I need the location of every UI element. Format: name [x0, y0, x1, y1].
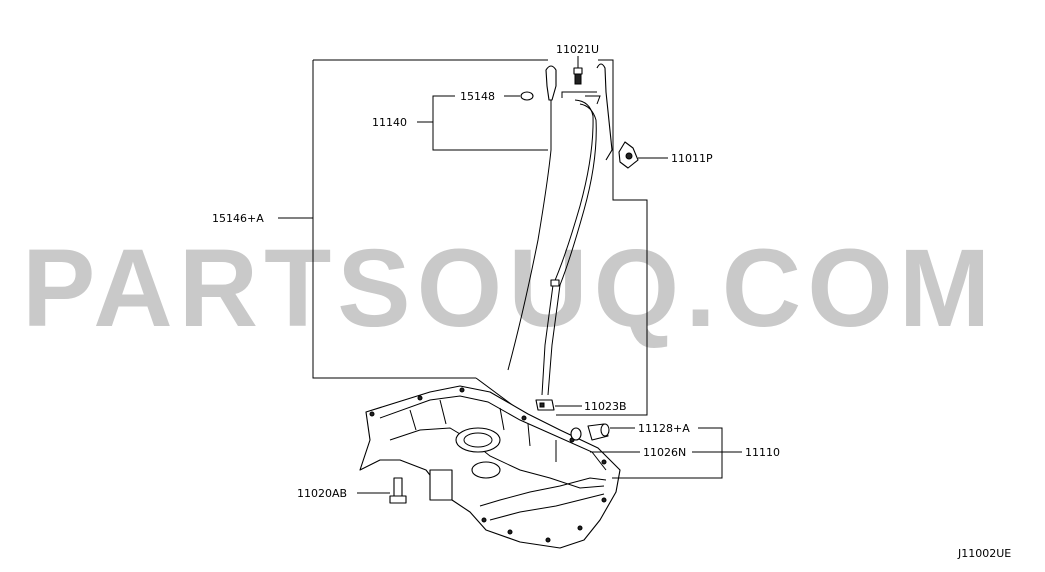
leader-11110 — [612, 427, 742, 479]
clip-11011p — [618, 141, 639, 169]
callout-11023b: 11023B — [584, 400, 627, 413]
callout-11026n: 11026N — [643, 446, 686, 459]
oil-pan-11110 — [359, 385, 621, 549]
leader-11021u-bracket — [561, 91, 597, 98]
callout-15146a: 15146+A — [212, 212, 264, 225]
drain-plug-11128a — [570, 423, 610, 441]
callout-15148: 15148 — [460, 90, 495, 103]
group-box-15146a — [312, 59, 648, 416]
seal-11023b — [535, 399, 555, 411]
guide-tube-15146a — [541, 63, 613, 396]
watermark: PARTSOUQ.COM — [22, 227, 996, 350]
leader-11140 — [417, 95, 548, 151]
callout-11140: 11140 — [372, 116, 407, 129]
callout-11128a: 11128+A — [638, 422, 690, 435]
oring-15148 — [520, 91, 534, 101]
bolt-11020ab — [389, 477, 407, 504]
callout-11020ab: 11020AB — [297, 487, 347, 500]
callout-11011p: 11011P — [671, 152, 713, 165]
callout-11110: 11110 — [745, 446, 780, 459]
callout-11021u: 11021U — [556, 43, 599, 56]
bolt-11021u — [573, 67, 583, 85]
diagram-code: J11002UE — [957, 547, 1011, 560]
dipstick-11140 — [507, 65, 557, 371]
